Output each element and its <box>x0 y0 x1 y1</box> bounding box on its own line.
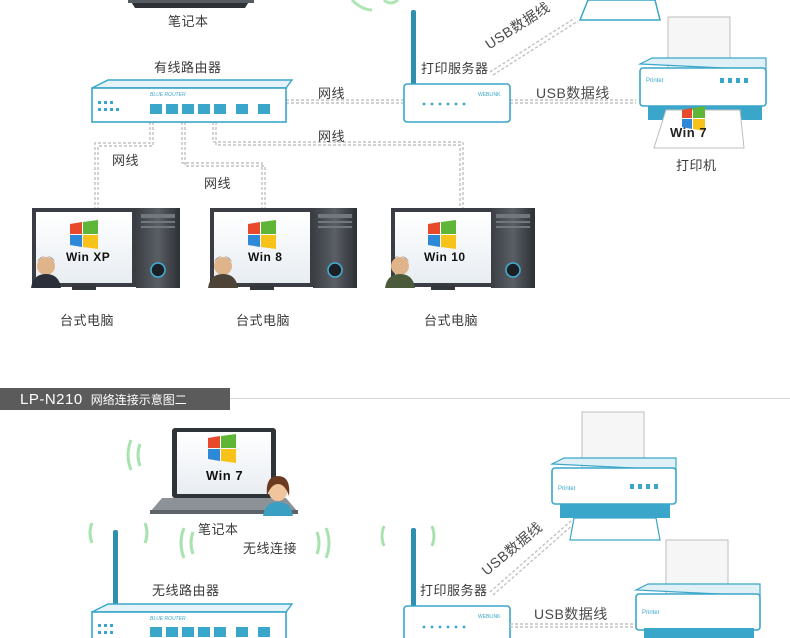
desktop-pc-3 <box>391 208 535 290</box>
windows-logo-pc3 <box>428 220 456 249</box>
section-title: 网络连接示意图二 <box>90 392 187 407</box>
section-divider <box>230 398 790 399</box>
desktop-label-3: 台式电脑 <box>424 314 479 329</box>
svg-text:BLUE ROUTER: BLUE ROUTER <box>150 92 186 98</box>
user-avatar-3 <box>385 256 415 288</box>
desktop-os-2: Win 8 <box>248 250 283 264</box>
cable-label-pc3: 网线 <box>318 130 346 145</box>
wifi-arcs-top <box>350 0 399 12</box>
print-server-top: WEBLINK <box>403 10 511 123</box>
laptop-os-label: Win 7 <box>206 468 244 483</box>
svg-text:Printer: Printer <box>646 78 664 84</box>
svg-text:WEBLINK: WEBLINK <box>478 614 501 620</box>
user-avatar-woman <box>263 476 293 516</box>
laptop-label-top: 笔记本 <box>168 15 209 30</box>
windows-logo-pc2 <box>248 220 276 249</box>
printer-bottom-1: Printer <box>549 411 677 541</box>
windows-logo-pc1 <box>70 220 98 249</box>
usb-cable-label-top: USB数据线 <box>536 85 610 101</box>
desktop-pc-1 <box>32 208 180 290</box>
wired-router-label: 有线路由器 <box>154 61 222 76</box>
user-avatar-2 <box>208 256 238 288</box>
printer-partial-top <box>578 0 661 21</box>
printer-os-label: Win 7 <box>670 125 708 140</box>
svg-text:Printer: Printer <box>642 610 660 616</box>
wireless-router-label: 无线路由器 <box>152 584 220 599</box>
desktop-os-1: Win XP <box>66 250 111 264</box>
desktop-label-2: 台式电脑 <box>236 314 291 329</box>
printer-bottom-2: Printer <box>633 539 761 638</box>
wireless-link-label: 无线连接 <box>243 542 298 557</box>
section-code: LP-N210 <box>20 390 83 408</box>
user-avatar-1 <box>31 256 61 288</box>
cable-label-pc2: 网线 <box>204 177 232 192</box>
svg-text:BLUE ROUTER: BLUE ROUTER <box>150 616 186 622</box>
desktop-os-3: Win 10 <box>424 250 466 264</box>
windows-logo-laptop <box>208 434 236 463</box>
svg-text:WEBLINK: WEBLINK <box>478 92 501 98</box>
cables-bottom <box>489 519 636 628</box>
wired-router: BLUE ROUTER <box>91 79 294 123</box>
print-server-label-bottom: 打印服务器 <box>420 584 488 599</box>
printer-label: 打印机 <box>676 159 717 174</box>
usb-cable-label-bottom: USB数据线 <box>534 606 608 622</box>
print-server-label-top: 打印服务器 <box>421 62 489 77</box>
desktop-pc-2 <box>210 208 357 290</box>
cables-top <box>94 17 636 210</box>
desktop-label-1: 台式电脑 <box>60 314 115 329</box>
laptop-top <box>128 0 254 8</box>
laptop-label-bottom: 笔记本 <box>198 523 239 538</box>
windows-logo-printer <box>682 106 705 131</box>
section-header: LP-N210 网络连接示意图二 <box>0 388 230 410</box>
cable-label-pc1: 网线 <box>112 154 140 169</box>
svg-text:Printer: Printer <box>558 486 576 492</box>
wireless-router: BLUE ROUTER <box>91 530 294 638</box>
cable-label-server: 网线 <box>318 87 346 102</box>
